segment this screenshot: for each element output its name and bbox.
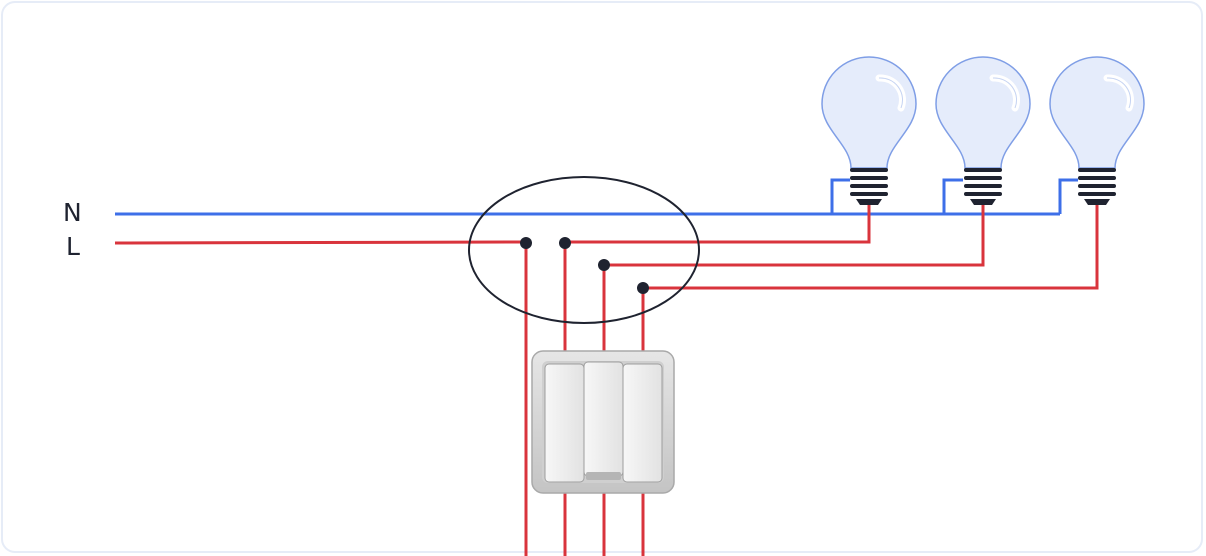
three-gang-switch[interactable] [531,350,675,494]
junction-dot [520,237,532,249]
junction-dots [520,237,649,294]
live-feed-wire [114,240,528,556]
neutral-wire [115,178,1078,216]
light-bulb-icon-3 [1049,56,1145,205]
light-bulb-icon-1 [821,56,917,205]
junction-box-outline [468,176,700,324]
junction-dot [598,259,610,271]
junction-dot [637,282,649,294]
light-bulb-icon-2 [935,56,1031,205]
switch-rocker-1[interactable] [544,363,585,483]
switched-wire-3 [641,200,1099,556]
switch-rocker-2[interactable] [583,361,624,480]
switch-rocker-3[interactable] [622,363,663,483]
junction-dot [559,237,571,249]
neutral-label: N [63,198,82,227]
live-label: L [66,232,80,261]
